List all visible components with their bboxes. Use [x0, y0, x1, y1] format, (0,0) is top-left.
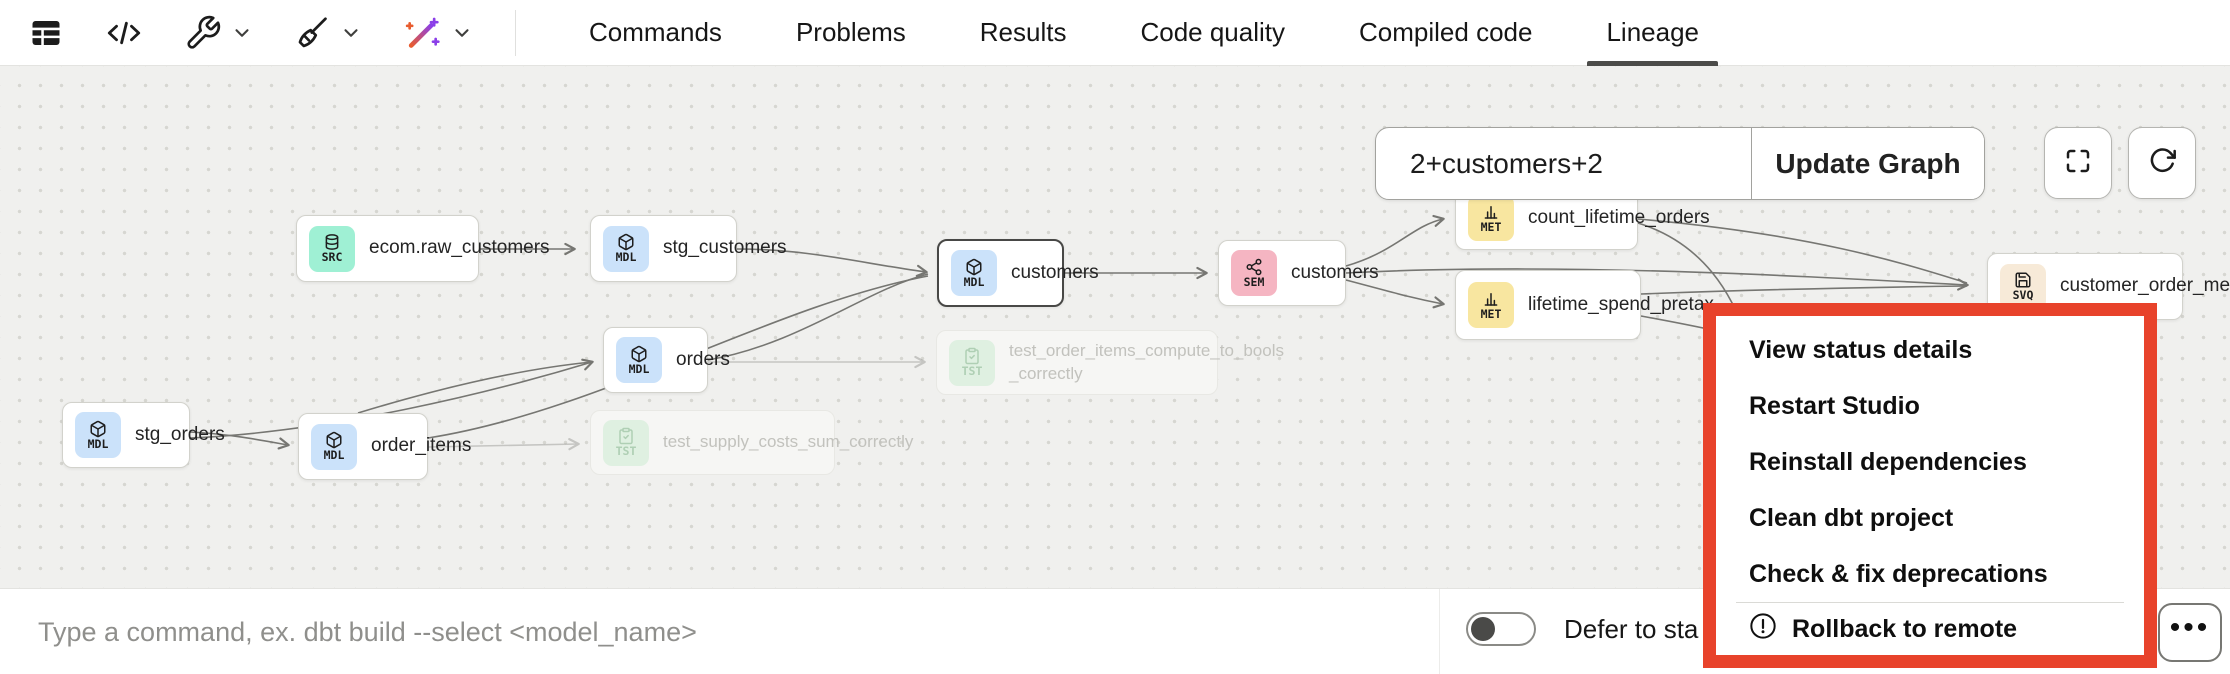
table-view-button[interactable] — [28, 15, 64, 51]
node-label: count_lifetime_orders — [1528, 206, 1710, 228]
graph-node-customers-semantic[interactable]: SEM customers — [1218, 240, 1379, 306]
node-label: orders — [676, 348, 730, 370]
tab-problems[interactable]: Problems — [795, 17, 906, 47]
graph-node-ecom-raw-customers[interactable]: SRC ecom.raw_customers — [296, 215, 550, 282]
src-badge: SRC — [309, 225, 355, 272]
met-badge: MET — [1468, 282, 1514, 328]
fullscreen-icon — [2063, 146, 2093, 181]
mdl-badge: MDL — [951, 250, 997, 296]
svq-badge: SVQ — [2000, 263, 2046, 310]
defer-toggle[interactable] — [1466, 612, 1536, 646]
graph-node-customers-model[interactable]: MDL customers — [937, 239, 1099, 307]
menu-item-label: Rollback to remote — [1792, 614, 2018, 643]
magic-wand-icon — [402, 13, 442, 53]
menu-item-restart-studio[interactable]: Restart Studio — [1749, 392, 1920, 420]
node-label: test_supply_costs_sum_correctly — [663, 432, 914, 452]
toolbar-icon-group — [0, 13, 513, 53]
chevron-down-icon — [340, 22, 362, 44]
more-options-button[interactable]: ••• — [2158, 603, 2222, 662]
menu-divider — [1736, 602, 2124, 603]
toggle-knob — [1471, 617, 1495, 641]
selector-input[interactable] — [1376, 128, 1751, 199]
graph-node-test-order-items[interactable]: TST test_order_items_compute_to_bools _co… — [936, 330, 1284, 395]
graph-node-test-supply-costs[interactable]: TST test_supply_costs_sum_correctly — [590, 410, 913, 475]
sem-badge: SEM — [1231, 250, 1277, 296]
tst-badge: TST — [603, 419, 649, 466]
ellipsis-icon: ••• — [2169, 610, 2211, 644]
node-label: customers — [1291, 261, 1379, 283]
tab-lineage[interactable]: Lineage — [1569, 0, 1736, 66]
node-label: lifetime_spend_pretax — [1528, 293, 1714, 315]
menu-item-reinstall-dependencies[interactable]: Reinstall dependencies — [1749, 448, 2027, 476]
command-bar-separator — [1439, 589, 1440, 674]
mdl-badge: MDL — [311, 423, 357, 470]
toolbar-separator — [515, 9, 516, 56]
warning-circle-icon — [1749, 612, 1777, 647]
defer-label: Defer to sta — [1564, 614, 1699, 644]
command-input[interactable] — [36, 589, 1416, 674]
code-icon — [104, 15, 144, 51]
met-badge: MET — [1468, 195, 1514, 241]
graph-node-stg-customers[interactable]: MDL stg_customers — [590, 215, 787, 282]
fullscreen-button[interactable] — [2044, 127, 2112, 199]
code-view-button[interactable] — [104, 15, 144, 51]
broom-icon — [293, 14, 331, 52]
graph-node-lifetime-spend-pretax[interactable]: MET lifetime_spend_pretax — [1455, 270, 1714, 340]
node-label: ecom.raw_customers — [369, 237, 550, 259]
mdl-badge: MDL — [75, 412, 121, 458]
chevron-down-icon — [231, 22, 253, 44]
mdl-badge: MDL — [603, 225, 649, 272]
node-label: stg_customers — [663, 237, 787, 259]
node-label: customer_order_metrics — [2060, 275, 2230, 297]
update-graph-button[interactable]: Update Graph — [1751, 128, 1984, 199]
menu-item-check-fix-deprecations[interactable]: Check & fix deprecations — [1749, 560, 2048, 588]
build-tools-button[interactable] — [184, 14, 253, 52]
ai-assist-button[interactable] — [402, 13, 473, 53]
refresh-graph-button[interactable] — [2128, 127, 2196, 199]
clean-tools-button[interactable] — [293, 14, 362, 52]
node-label: customers — [1011, 261, 1099, 283]
graph-node-orders[interactable]: MDL orders — [603, 327, 730, 393]
menu-item-view-status-details[interactable]: View status details — [1749, 336, 1973, 364]
menu-item-clean-dbt-project[interactable]: Clean dbt project — [1749, 504, 1954, 532]
node-label: stg_orders — [135, 423, 225, 445]
tab-code-quality[interactable]: Code quality — [1140, 17, 1286, 47]
top-toolbar: Commands Problems Results Code quality C… — [0, 0, 2230, 66]
tab-compiled-code[interactable]: Compiled code — [1359, 17, 1533, 47]
tab-commands[interactable]: Commands — [589, 17, 722, 47]
node-label: test_order_items_compute_to_bools _corre… — [1009, 341, 1284, 383]
refresh-icon — [2146, 145, 2178, 182]
table-icon — [28, 15, 64, 51]
menu-item-rollback-to-remote[interactable]: Rollback to remote — [1716, 603, 2144, 655]
mdl-badge: MDL — [616, 337, 662, 383]
chevron-down-icon — [451, 22, 473, 44]
lineage-selector-group: Update Graph — [1375, 127, 1985, 200]
tab-results[interactable]: Results — [979, 17, 1067, 47]
wrench-icon — [184, 14, 222, 52]
tst-badge: TST — [949, 339, 995, 386]
node-label: order_items — [371, 435, 472, 457]
tab-bar: Commands Problems Results Code quality C… — [552, 0, 1736, 66]
graph-node-order-items[interactable]: MDL order_items — [298, 413, 471, 480]
graph-node-stg-orders[interactable]: MDL stg_orders — [62, 402, 225, 468]
